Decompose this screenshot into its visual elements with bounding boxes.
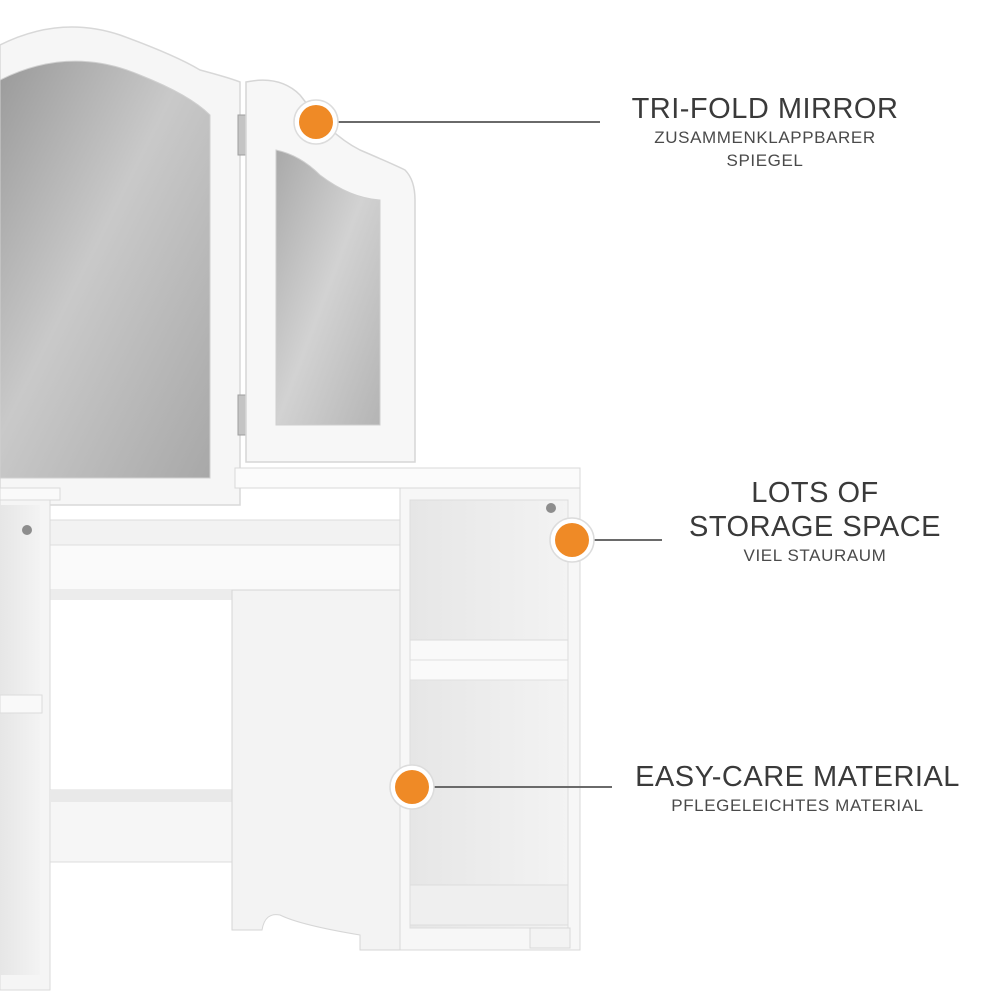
right-mirror-panel xyxy=(245,79,416,463)
left-cabinet xyxy=(0,499,51,991)
callout-material-subtitle: PFLEGELEICHTES MATERIAL xyxy=(671,796,924,815)
left-mirror-panel xyxy=(0,26,241,506)
callout-storage-title-2: STORAGE SPACE xyxy=(689,511,941,543)
screw-icon xyxy=(22,525,32,535)
callout-mirror-subtitle-2: SPIEGEL xyxy=(726,151,804,170)
marker-material[interactable] xyxy=(389,764,435,810)
callout-storage-subtitle: VIEL STAURAUM xyxy=(743,546,887,565)
marker-storage[interactable] xyxy=(549,517,595,563)
callout-material-title: EASY-CARE MATERIAL xyxy=(635,761,960,793)
callout-mirror: TRI-FOLD MIRROR ZUSAMMENKLAPPBARER SPIEG… xyxy=(620,92,910,172)
callout-storage-title-1: LOTS OF xyxy=(751,477,879,509)
callout-material: EASY-CARE MATERIAL PFLEGELEICHTES MATERI… xyxy=(625,760,970,817)
callout-storage: LOTS OF STORAGE SPACE VIEL STAURAUM xyxy=(680,476,950,567)
callout-mirror-subtitle-1: ZUSAMMENKLAPPBARER xyxy=(654,128,876,147)
marker-mirror[interactable] xyxy=(293,99,339,145)
callout-mirror-title: TRI-FOLD MIRROR xyxy=(631,93,899,125)
middle-leg-panel xyxy=(231,589,401,951)
screw-icon xyxy=(546,503,556,513)
storage-tower xyxy=(234,467,581,951)
